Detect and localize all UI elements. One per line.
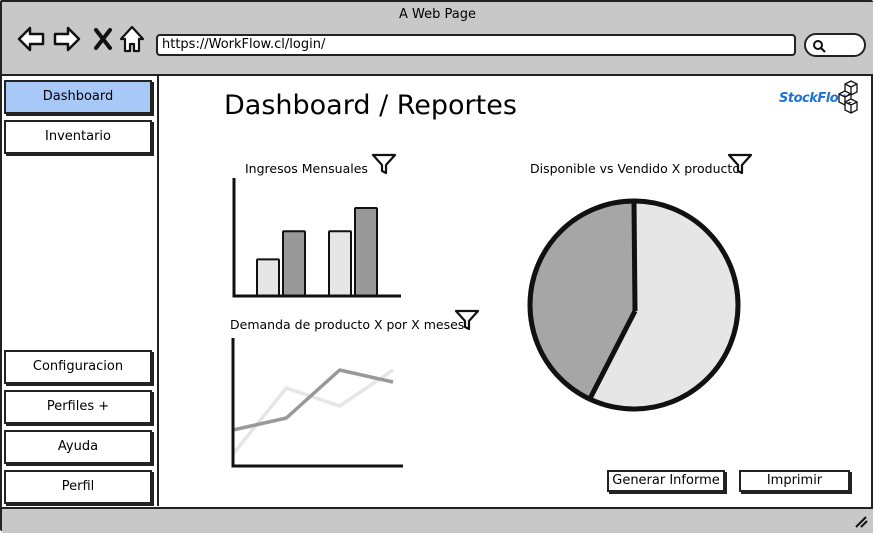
sidebar-item-perfil[interactable]: Perfil <box>4 470 152 504</box>
bar-chart-title: Ingresos Mensuales <box>245 161 368 176</box>
bar <box>328 230 352 297</box>
main-content: Dashboard / Reportes StockFlow Ingresos … <box>159 76 873 506</box>
pie-chart-title: Disponible vs Vendido X producto <box>530 161 740 176</box>
line-chart-title: Demanda de producto X por X meses <box>230 317 465 332</box>
generate-report-button[interactable]: Generar Informe <box>607 470 725 492</box>
back-icon[interactable] <box>16 24 46 54</box>
line-chart <box>231 338 403 468</box>
browser-search[interactable] <box>804 33 866 57</box>
sidebar-item-ayuda[interactable]: Ayuda <box>4 430 152 464</box>
bar <box>256 258 280 298</box>
url-input[interactable]: https://WorkFlow.cl/login/ <box>156 34 796 56</box>
page-title: Dashboard / Reportes <box>224 90 517 121</box>
series-line <box>232 368 394 432</box>
filter-icon[interactable] <box>371 152 397 176</box>
sidebar-item-dashboard[interactable]: Dashboard <box>4 80 152 114</box>
window-title: A Web Page <box>399 7 476 22</box>
bar-chart <box>232 178 401 298</box>
sidebar: Dashboard Inventario Configuracion Perfi… <box>2 76 159 506</box>
pie-divider <box>587 309 638 401</box>
pie-slice <box>589 201 738 409</box>
pie-slice <box>530 201 635 400</box>
forward-icon[interactable] <box>52 24 82 54</box>
close-icon[interactable] <box>92 24 114 54</box>
pie-divider <box>631 200 638 312</box>
sidebar-item-configuracion[interactable]: Configuracion <box>4 350 152 384</box>
bar <box>282 230 306 297</box>
browser-statusbar <box>2 507 873 533</box>
home-icon[interactable] <box>118 24 146 54</box>
sidebar-item-inventario[interactable]: Inventario <box>4 120 152 154</box>
filter-icon[interactable] <box>454 308 480 332</box>
browser-titlebar: A Web Page https://WorkFlow.cl/login/ <box>2 2 873 76</box>
boxes-icon <box>838 80 858 114</box>
sidebar-item-perfiles[interactable]: Perfiles + <box>4 390 152 424</box>
logo-text: StockFlow <box>779 91 850 106</box>
bar-chart-axis <box>232 178 401 298</box>
search-icon <box>813 40 826 53</box>
stockflow-logo: StockFlow <box>779 80 859 116</box>
resize-grip-icon[interactable] <box>852 514 868 528</box>
bar <box>354 207 378 297</box>
print-button[interactable]: Imprimir <box>739 470 850 492</box>
series-line <box>231 368 394 456</box>
line-chart-axis <box>231 338 403 468</box>
filter-icon[interactable] <box>727 152 753 176</box>
pie-chart <box>527 198 741 412</box>
